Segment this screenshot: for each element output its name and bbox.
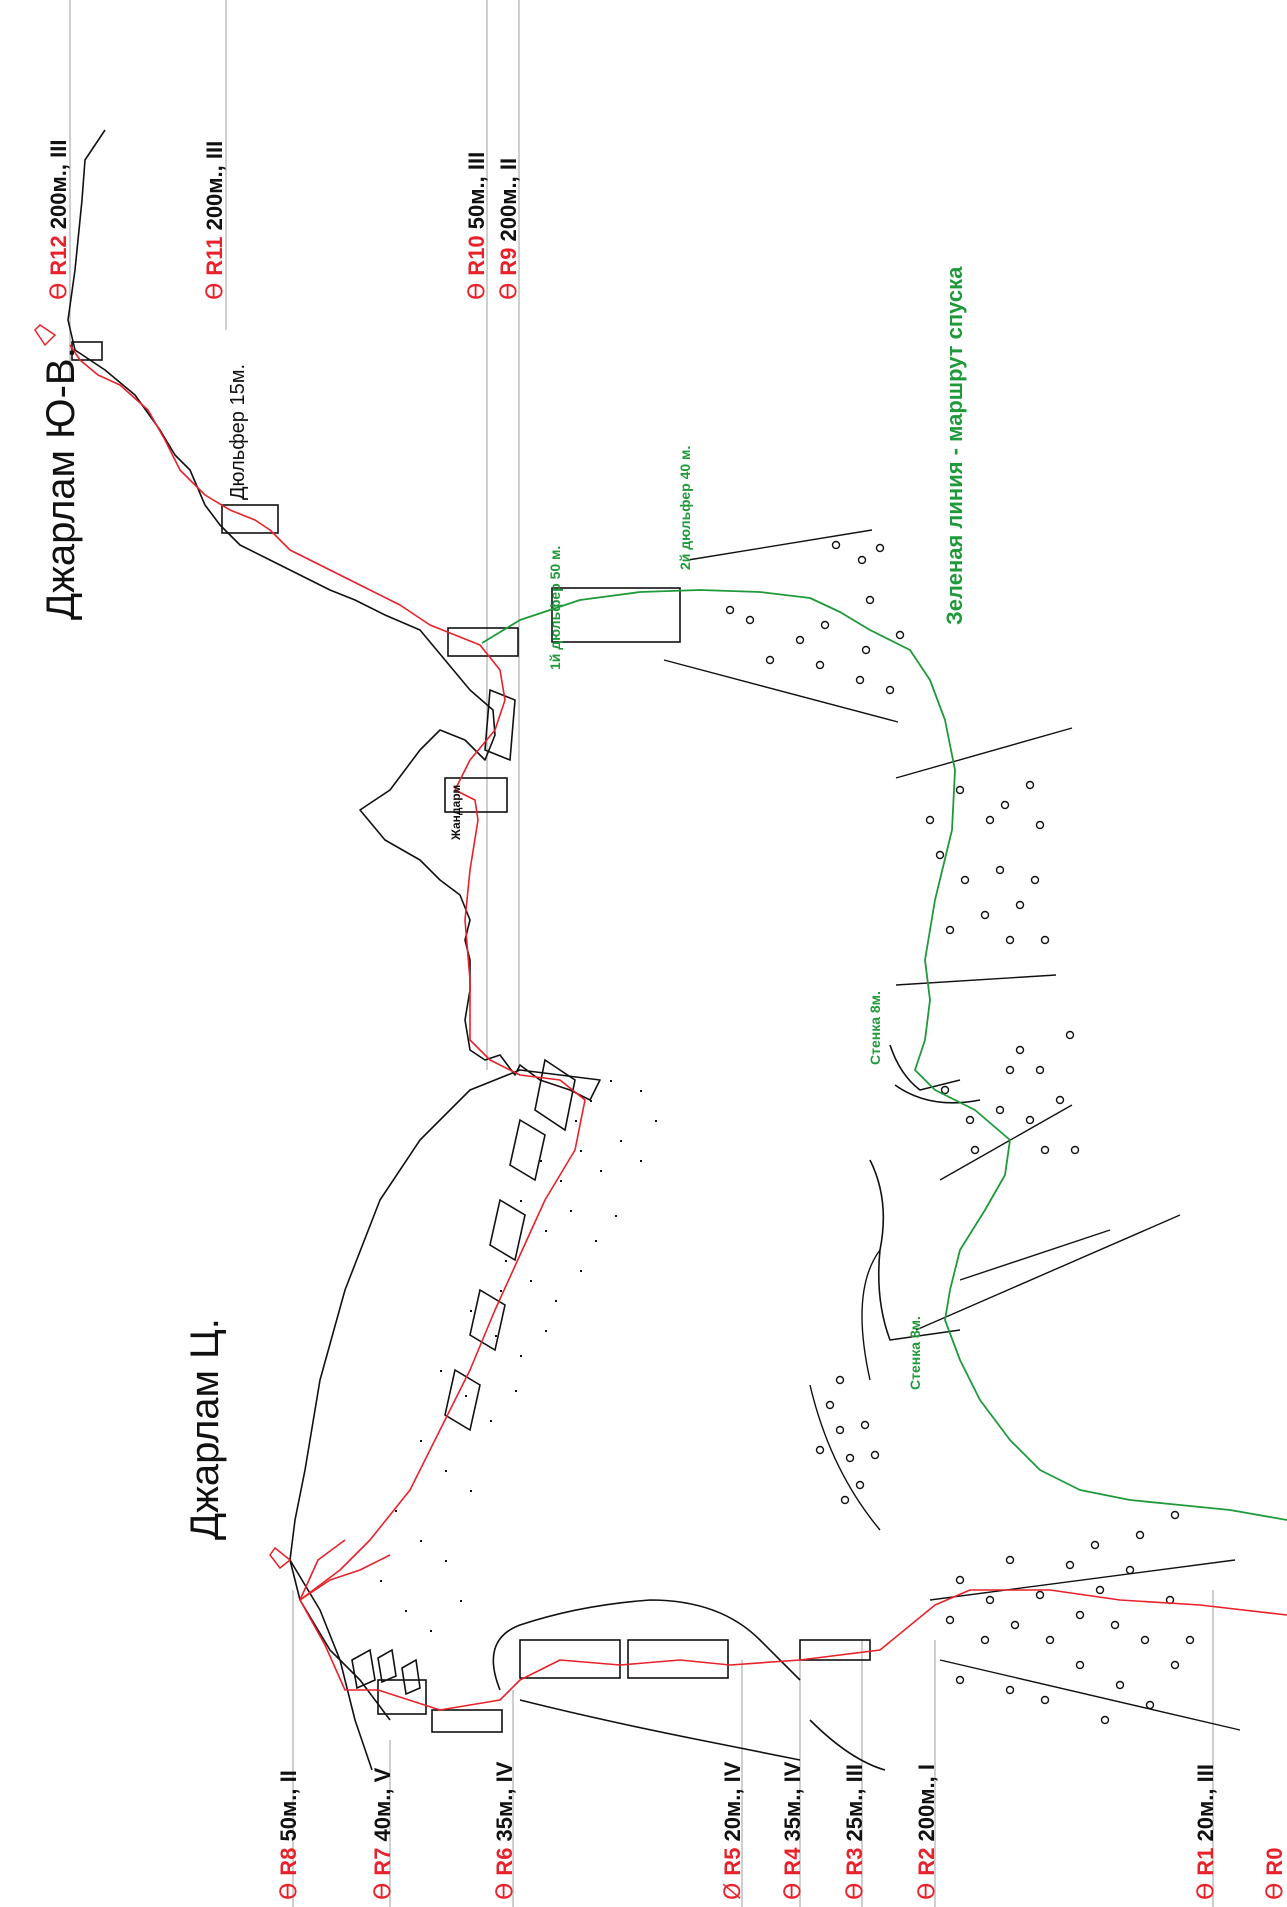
section-grade: 50м., II [276, 1770, 301, 1841]
summit-flags [34, 324, 292, 1570]
anchor-icon: ϴ [915, 1876, 940, 1900]
annotation-first-rappel: 1й дюльфер 50 м. [547, 546, 563, 670]
annotation-wall-lower: Стенка 8м. [907, 1316, 923, 1390]
route-line [69, 344, 586, 1601]
section-code: R3 [842, 1841, 867, 1875]
section-code: R12 [46, 229, 71, 275]
boulder-dots [725, 540, 1195, 1725]
section-grade: 20м., III [1193, 1764, 1218, 1841]
scree-border [915, 1214, 1181, 1331]
anchor-icon: ϴ [497, 276, 522, 300]
section-code: R9 [496, 241, 521, 275]
section-label-r10: ϴ R10 50м., III [464, 152, 490, 300]
ridge-line [889, 1044, 961, 1091]
section-label-r4: ϴ R4 35м., IV [780, 1761, 806, 1900]
scree-border [809, 1384, 881, 1531]
section-code: R10 [464, 229, 489, 275]
section-label-r5: Ø R5 20м., IV [720, 1761, 746, 1900]
annotation-rappel-15: Дюльфер 15м. [227, 364, 249, 500]
anchor-icon: ϴ [371, 1876, 396, 1900]
scree-border [895, 727, 1073, 779]
scree-fields [663, 529, 1241, 1731]
section-code: R2 [914, 1841, 939, 1875]
section-grade: 35м., IV [780, 1761, 805, 1841]
section-code: R4 [780, 1841, 805, 1875]
section-label-r8: ϴ R8 50м., II [276, 1770, 302, 1900]
route-line [299, 1589, 1287, 1711]
ridge-line [894, 1084, 981, 1104]
pitch-boxes [71, 341, 871, 1733]
scree-border [939, 1659, 1241, 1731]
annotation-second-rappel: 2й дюльфер 40 м. [677, 446, 693, 570]
section-label-r2: ϴ R2 200м., I [914, 1764, 940, 1900]
section-grade: 200м., III [46, 140, 71, 230]
section-label-r12: ϴ R12 200м., III [46, 140, 72, 300]
anchor-icon: ϴ [781, 1876, 806, 1900]
scree-border [939, 1104, 1073, 1181]
section-code: R11 [202, 230, 227, 275]
section-label-r11: ϴ R11 200м., III [202, 141, 228, 300]
section-label-r7: ϴ R7 40м., V [370, 1767, 396, 1900]
scree-border [663, 659, 899, 723]
stipple-field [380, 1080, 657, 1632]
anchor-icon: ϴ [1194, 1876, 1219, 1900]
section-grade: 200м., II [496, 158, 521, 242]
anchor-icon: ϴ [465, 276, 490, 300]
anchor-icon: ϴ [277, 1876, 302, 1900]
section-grade: 35м., IV [492, 1761, 517, 1841]
annotation-gendarme: Жандарм [449, 785, 463, 841]
ridge-line [809, 1719, 886, 1771]
ridge-outline [67, 129, 981, 1771]
section-code: R7 [370, 1841, 395, 1875]
annotation-wall-upper: Стенка 8м. [867, 991, 883, 1065]
section-code: R6 [492, 1841, 517, 1875]
descent-route [481, 589, 1287, 1521]
anchor-icon: ϴ [1263, 1876, 1287, 1900]
scree-border [687, 529, 873, 561]
guide-lines [69, 0, 1214, 1907]
ridge-line [289, 1559, 373, 1771]
climbing-route [69, 344, 1287, 1711]
scree-border [929, 1559, 1236, 1601]
anchor-icon: ϴ [203, 276, 228, 300]
section-label-r9: ϴ R9 200м., II [496, 158, 522, 300]
route-line [299, 1554, 391, 1601]
scree-border [861, 1249, 881, 1381]
descent-legend: Зеленая линия - маршрут спуска [942, 266, 967, 625]
section-code: R0 [1262, 1848, 1287, 1876]
flag-icon [34, 324, 57, 347]
section-code: R5 [720, 1841, 745, 1875]
ridge-line [869, 1159, 961, 1341]
section-grade: 20м., IV [720, 1761, 745, 1841]
section-label-r1: ϴ R1 20м., III [1193, 1764, 1219, 1900]
section-grade: 200м., I [914, 1764, 939, 1841]
ridge-line [67, 129, 601, 1721]
scree-border [895, 974, 1057, 986]
section-code: R1 [1193, 1841, 1218, 1875]
anchor-icon: ϴ [843, 1876, 868, 1900]
section-grade: 50м., III [464, 152, 489, 229]
flag-icon [269, 1546, 292, 1570]
section-label-r3: ϴ R3 25м., III [842, 1764, 868, 1900]
section-label-r6: ϴ R6 35м., IV [492, 1761, 518, 1900]
section-grade: 40м., V [370, 1767, 395, 1841]
peak-title-south-east: Джарлам Ю-В. [39, 347, 83, 620]
peak-title-central: Джарлам Ц. [183, 1318, 227, 1540]
ridge-line [519, 1699, 801, 1761]
ridge-line [492, 1599, 801, 1691]
anchor-icon: ϴ [493, 1876, 518, 1900]
anchor-icon: ϴ [47, 276, 72, 300]
section-grade: 25м., III [842, 1764, 867, 1841]
section-label-r0: ϴ R0 [1262, 1848, 1287, 1900]
anchor-icon: Ø [721, 1876, 746, 1900]
section-code: R8 [276, 1841, 301, 1875]
descent-line [481, 589, 1287, 1521]
section-grade: 200м., III [202, 141, 227, 231]
scree-border [959, 1229, 1111, 1281]
